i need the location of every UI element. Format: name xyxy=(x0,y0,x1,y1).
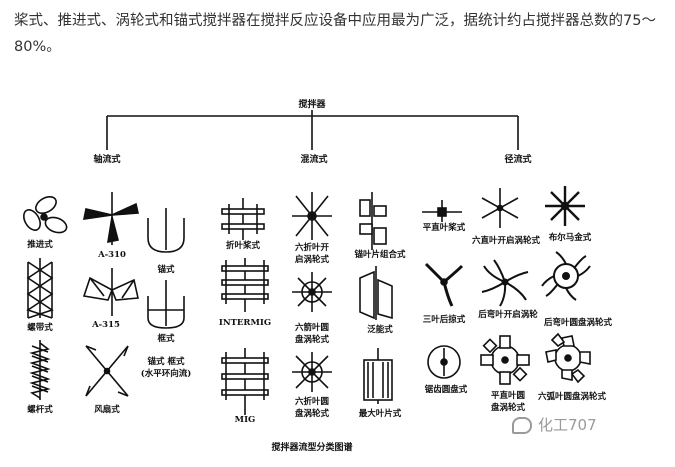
three-blade-retreat-icon xyxy=(424,262,464,307)
label-anchor-frame-flow: (水平环向流) xyxy=(141,368,192,379)
watermark: 化工707 xyxy=(512,414,597,435)
flat-blade-disc-turbine-icon xyxy=(480,335,530,385)
label-six-arc-disc: 六弧叶圆盘涡轮式 xyxy=(538,391,607,402)
label-anchor-frame: 锚式 框式 xyxy=(148,356,185,367)
label-ribbon: 螺带式 xyxy=(27,322,53,333)
fan-impeller-icon xyxy=(85,345,129,397)
branch-axial-label: 轴流式 xyxy=(93,153,120,165)
flat-paddle-icon xyxy=(422,200,462,222)
watermark-text: 化工707 xyxy=(538,416,597,434)
frame-impeller-icon xyxy=(147,280,185,329)
label-backswept-disc: 后弯叶圆盘涡轮式 xyxy=(544,317,613,328)
diagram-caption: 搅拌器流型分类图谱 xyxy=(271,441,352,453)
intermig-impeller-icon xyxy=(221,258,269,312)
label-pitched-blade: 折叶桨式 xyxy=(226,240,261,251)
six-arc-blade-disc-turbine-icon xyxy=(545,332,591,384)
intro-paragraph: 桨式、推进式、涡轮式和锚式搅拌器在搅拌反应设备中应用最为广泛，据统计约占搅拌器总… xyxy=(14,13,656,55)
label-anchor: 锚式 xyxy=(157,264,175,275)
label-three-blade-retreat: 三叶后掠式 xyxy=(423,314,466,325)
six-straight-open-turbine-icon xyxy=(481,188,519,228)
label-six-pitched-disc-1: 六折叶圆 xyxy=(295,396,329,407)
six-pitched-disc-turbine-icon xyxy=(292,352,332,392)
label-bullmaguin: 布尔马金式 xyxy=(548,232,592,243)
a310-impeller-icon xyxy=(82,192,139,245)
label-six-straight-open: 六直叶开启涡轮式 xyxy=(472,235,541,246)
backswept-disc-turbine-icon xyxy=(541,251,591,301)
label-six-arrow-2: 盘涡轮式 xyxy=(295,334,330,345)
label-six-arrow-1: 六箭叶圆 xyxy=(295,322,329,333)
label-six-pitched-disc-2: 盘涡轮式 xyxy=(295,408,330,419)
sawtooth-disc-icon xyxy=(427,345,461,379)
anchor-blade-combo-icon xyxy=(359,192,387,250)
branch-radial-label: 径流式 xyxy=(504,153,531,165)
label-mig: MIG xyxy=(235,415,256,425)
label-anchor-blade-combo: 锚叶片组合式 xyxy=(354,249,406,260)
screw-impeller-icon xyxy=(29,340,51,400)
max-blade-impeller-icon xyxy=(363,348,393,404)
label-sawtooth-disc: 锯齿圆盘式 xyxy=(425,384,468,395)
label-backswept-open: 后弯叶开启涡轮 xyxy=(478,309,538,320)
label-six-pitched-open-1: 六折叶开 xyxy=(295,242,330,253)
label-a315: A-315 xyxy=(91,320,120,330)
label-flat-disc-2: 盘涡轮式 xyxy=(491,402,526,413)
six-pitched-open-turbine-icon xyxy=(292,192,332,240)
label-full-zone: 泛能式 xyxy=(367,324,393,335)
classification-tree xyxy=(106,110,519,150)
label-propeller: 推进式 xyxy=(27,239,53,250)
propeller-icon xyxy=(23,196,68,234)
mig-impeller-icon xyxy=(221,348,269,415)
six-arrow-disc-turbine-icon xyxy=(292,272,332,312)
label-a310: A-310 xyxy=(97,250,126,260)
label-intermig: INTERMIG xyxy=(219,318,271,328)
anchor-impeller-icon xyxy=(147,208,185,253)
label-screw: 螺杆式 xyxy=(27,404,53,415)
branch-mixed-label: 混流式 xyxy=(300,153,327,165)
label-flat-paddle: 平直叶桨式 xyxy=(423,222,466,233)
label-max-blade: 最大叶片式 xyxy=(359,408,402,419)
label-six-pitched-open-2: 启涡轮式 xyxy=(295,254,330,265)
label-frame: 框式 xyxy=(157,333,175,344)
root-label: 搅拌器 xyxy=(298,98,326,110)
label-fan: 风扇式 xyxy=(94,404,120,415)
full-zone-impeller-icon xyxy=(359,266,393,320)
backswept-open-turbine-icon xyxy=(481,259,529,307)
bullmaguin-impeller-icon xyxy=(545,186,585,226)
a315-impeller-icon xyxy=(82,268,139,316)
pitched-blade-icon xyxy=(221,198,265,240)
wechat-bubble-icon xyxy=(512,417,532,434)
label-flat-disc-1: 平直叶圆 xyxy=(491,390,525,401)
ribbon-impeller-icon xyxy=(26,258,54,319)
